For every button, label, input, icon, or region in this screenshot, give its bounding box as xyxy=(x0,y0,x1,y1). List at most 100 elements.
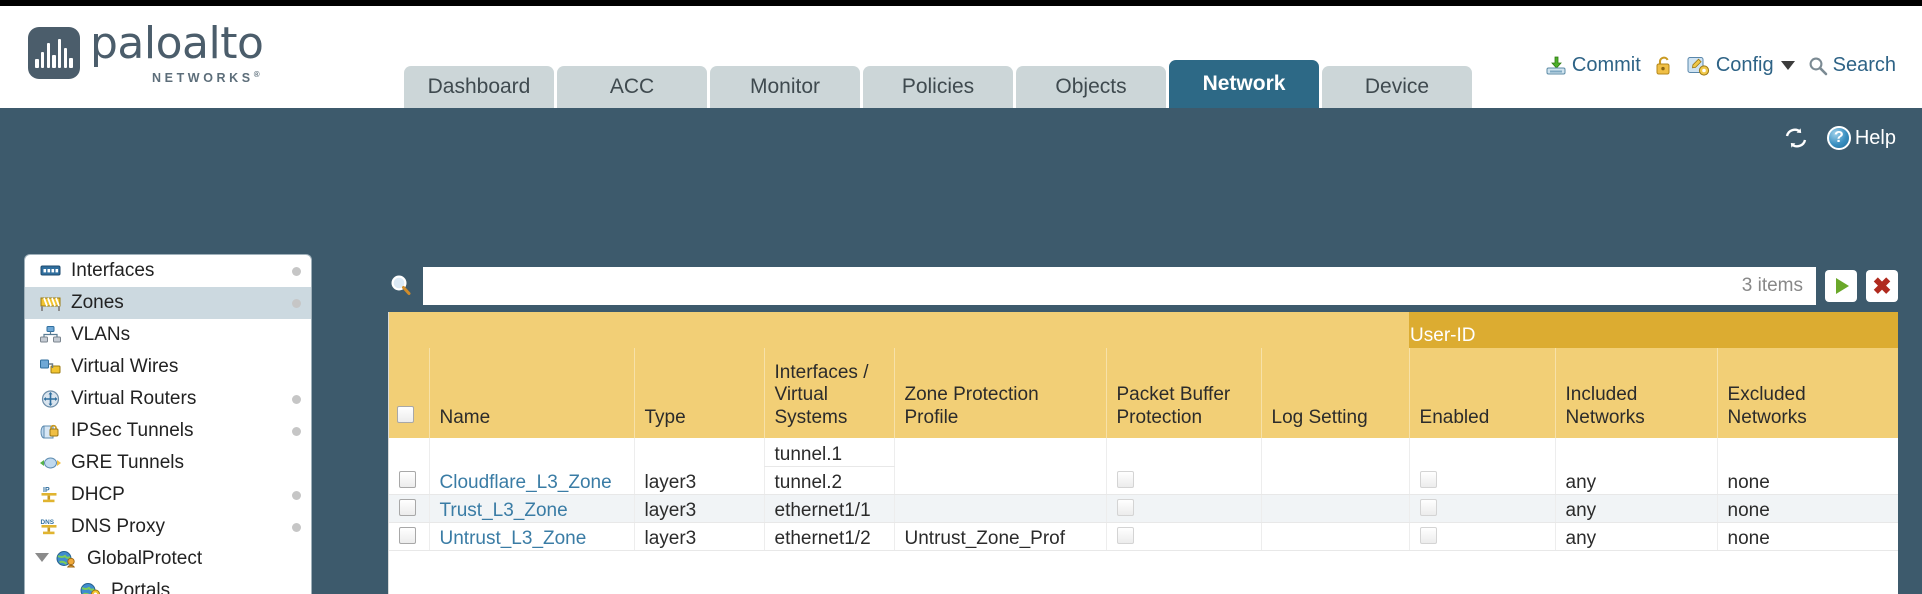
sidebar-item-label: Virtual Wires xyxy=(71,356,179,377)
select-all-checkbox[interactable] xyxy=(397,405,414,423)
tab-dashboard[interactable]: Dashboard xyxy=(404,66,554,108)
col-packet-buffer-protection[interactable]: Packet Buffer Protection xyxy=(1105,348,1261,438)
sidebar-item-portals[interactable]: Portals xyxy=(25,575,311,594)
cell-packet-buffer-protection xyxy=(1105,522,1261,551)
cell-interface: ethernet1/1 xyxy=(763,494,894,523)
sidebar-status-dot xyxy=(292,426,301,436)
utility-bar: ? Help xyxy=(1783,126,1896,150)
cell-zone-protection-profile: Untrust_Zone_Prof xyxy=(893,522,1106,551)
search-filter-icon[interactable] xyxy=(388,273,414,299)
commit-icon xyxy=(1545,55,1567,77)
chevron-down-icon[interactable] xyxy=(35,553,49,562)
sidebar-item-ipsec-tunnels[interactable]: IPSec Tunnels xyxy=(25,415,311,447)
col-userid-enabled[interactable]: Enabled xyxy=(1408,348,1556,438)
svg-text:DNS: DNS xyxy=(41,519,55,526)
sidebar-item-zones[interactable]: Zones xyxy=(25,287,311,319)
apply-filter-button[interactable] xyxy=(1825,270,1857,302)
tab-label: Dashboard xyxy=(427,75,531,98)
interfaces-icon xyxy=(39,261,63,281)
tab-label: ACC xyxy=(609,75,655,98)
row-checkbox[interactable] xyxy=(399,470,416,488)
tab-network[interactable]: Network xyxy=(1169,60,1319,108)
vlans-icon xyxy=(39,325,63,345)
content-band: ? Help Interfaces xyxy=(0,108,1922,594)
zones-content-panel: 3 items ✖ xyxy=(388,254,1898,594)
commit-button[interactable]: Commit xyxy=(1545,54,1641,77)
sidebar-item-label: DNS Proxy xyxy=(71,516,165,537)
tab-acc[interactable]: ACC xyxy=(557,66,707,108)
config-menu[interactable]: Config xyxy=(1687,54,1795,77)
cell-userid-enabled xyxy=(1408,494,1556,523)
zone-name-link[interactable]: Cloudflare_L3_Zone xyxy=(439,471,612,493)
packet-buffer-protection-checkbox[interactable] xyxy=(1116,526,1134,544)
clear-filter-button[interactable]: ✖ xyxy=(1866,270,1898,302)
cell-type: layer3 xyxy=(633,494,764,523)
sidebar-item-virtual-routers[interactable]: Virtual Routers xyxy=(25,383,311,415)
tab-monitor[interactable]: Monitor xyxy=(710,66,860,108)
cell-zone-protection-profile xyxy=(893,494,1106,523)
sidebar-status-dot xyxy=(292,490,301,500)
row-select-cell xyxy=(389,438,429,495)
select-all-cell xyxy=(389,348,429,438)
cell-packet-buffer-protection xyxy=(1105,438,1261,495)
sidebar-item-dhcp[interactable]: IP DHCP xyxy=(25,479,311,511)
row-checkbox[interactable] xyxy=(399,526,416,544)
config-label: Config xyxy=(1715,54,1774,76)
cell-log-setting xyxy=(1260,438,1410,495)
search-button[interactable]: Search xyxy=(1808,54,1896,77)
sidebar-item-dns-proxy[interactable]: DNS DNS Proxy xyxy=(25,511,311,543)
col-zone-protection-profile[interactable]: Zone Protection Profile xyxy=(893,348,1106,438)
packet-buffer-protection-checkbox[interactable] xyxy=(1116,470,1134,488)
packet-buffer-protection-checkbox[interactable] xyxy=(1116,498,1134,516)
tab-label: Objects xyxy=(1055,75,1127,98)
col-included-networks[interactable]: Included Networks xyxy=(1554,348,1718,438)
help-question-icon: ? xyxy=(1826,126,1851,150)
userid-enabled-checkbox[interactable] xyxy=(1419,526,1437,544)
sidebar-item-label: VLANs xyxy=(71,324,131,345)
col-type[interactable]: Type xyxy=(633,348,764,438)
cell-name: Cloudflare_L3_Zone xyxy=(428,438,634,495)
sidebar-item-interfaces[interactable]: Interfaces xyxy=(25,255,311,287)
zones-table-wrap: User-ID Name Type Interfaces / Virtual S… xyxy=(388,312,1898,594)
cell-name: Trust_L3_Zone xyxy=(428,494,634,523)
tab-device[interactable]: Device xyxy=(1322,66,1472,108)
sidebar-item-virtual-wires[interactable]: Virtual Wires xyxy=(25,351,311,383)
brand-subtitle: NETWORKS® xyxy=(152,70,260,86)
table-row-continuation: tunnel.2 xyxy=(389,466,1898,495)
tab-policies[interactable]: Policies xyxy=(863,66,1013,108)
sidebar-item-globalprotect[interactable]: GlobalProtect xyxy=(25,543,311,575)
search-label: Search xyxy=(1832,54,1896,76)
tab-label: Monitor xyxy=(749,75,821,98)
padlock-icon[interactable] xyxy=(1654,55,1674,77)
brand-logo[interactable]: paloalto NETWORKS® xyxy=(28,22,264,86)
sidebar-item-gre-tunnels[interactable]: GRE Tunnels xyxy=(25,447,311,479)
table-row[interactable]: Untrust_L3_Zone layer3 ethernet1/2 Untru… xyxy=(389,522,1898,551)
virtual-wires-icon xyxy=(39,357,63,377)
zone-name-link[interactable]: Untrust_L3_Zone xyxy=(439,527,587,549)
zones-table: User-ID Name Type Interfaces / Virtual S… xyxy=(389,312,1898,551)
userid-enabled-checkbox[interactable] xyxy=(1419,498,1437,516)
table-row[interactable]: Trust_L3_Zone layer3 ethernet1/1 xyxy=(389,494,1898,523)
refresh-icon[interactable] xyxy=(1783,126,1809,150)
cell-excluded-networks: none xyxy=(1716,522,1898,551)
sidebar-item-vlans[interactable]: VLANs xyxy=(25,319,311,351)
zone-name-link[interactable]: Trust_L3_Zone xyxy=(439,499,568,521)
table-row[interactable]: Cloudflare_L3_Zone layer3 tunnel.1 xyxy=(389,438,1898,495)
tab-objects[interactable]: Objects xyxy=(1016,66,1166,108)
search-input[interactable]: 3 items xyxy=(423,267,1816,305)
col-interfaces[interactable]: Interfaces / Virtual Systems xyxy=(763,348,894,438)
help-link[interactable]: ? Help xyxy=(1826,126,1896,150)
col-excluded-networks[interactable]: Excluded Networks xyxy=(1716,348,1898,438)
gre-tunnels-icon xyxy=(39,453,63,473)
cell-excluded-networks: none xyxy=(1716,494,1898,523)
cell-userid-enabled xyxy=(1408,522,1556,551)
col-name[interactable]: Name xyxy=(428,348,634,438)
dns-proxy-icon: DNS xyxy=(39,517,63,537)
sidebar-status-dot xyxy=(292,522,301,532)
sidebar-item-label: Zones xyxy=(71,292,124,313)
row-checkbox[interactable] xyxy=(399,498,416,516)
col-log-setting[interactable]: Log Setting xyxy=(1260,348,1410,438)
userid-enabled-checkbox[interactable] xyxy=(1419,470,1437,488)
sidebar-status-dot xyxy=(292,266,301,276)
